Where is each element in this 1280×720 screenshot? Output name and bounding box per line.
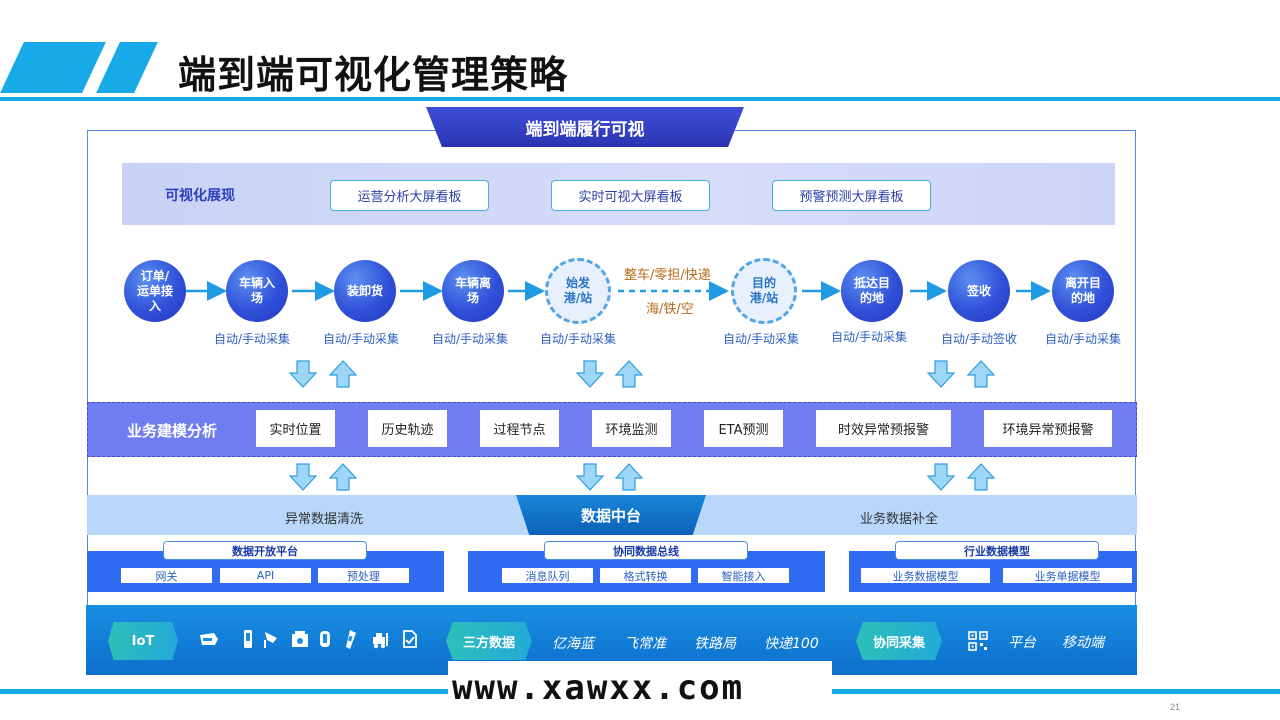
biz-history-track[interactable]: 历史轨迹 — [368, 410, 447, 447]
qr-code-icon — [968, 631, 988, 651]
phone-icon — [244, 630, 252, 648]
source-railway-bureau: 铁路局 — [694, 636, 736, 652]
data-completion-label: 业务数据补全 — [860, 512, 939, 527]
biz-process-node[interactable]: 过程节点 — [480, 410, 559, 447]
down-arrow — [288, 360, 318, 388]
up-arrow — [328, 463, 358, 491]
biz-env-monitor[interactable]: 环境监测 — [592, 410, 671, 447]
platform-item-message-queue[interactable]: 消息队列 — [502, 568, 593, 583]
platform-item-business-doc-model[interactable]: 业务单据模型 — [1003, 568, 1132, 583]
collaborative-collection-tag: 协同采集 — [856, 622, 942, 660]
watermark-text: www.xawxx.com — [452, 668, 745, 708]
source-feichangzhun: 飞常准 — [624, 636, 666, 652]
node-loading[interactable]: 装卸货 — [334, 260, 396, 322]
collect-label: 自动/手动采集 — [323, 332, 400, 346]
platform-title: 协同数据总线 — [544, 541, 748, 560]
node-vehicle-exit[interactable]: 车辆离场 — [442, 260, 504, 322]
container-icon — [292, 631, 308, 647]
collect-label: 自动/手动采集 — [432, 332, 509, 346]
platform-title: 行业数据模型 — [895, 541, 1099, 560]
source-yihailan: 亿海蓝 — [552, 636, 594, 652]
platform-item-gateway[interactable]: 网关 — [121, 568, 212, 583]
source-mobile: 移动端 — [1062, 635, 1104, 651]
platform-item-business-data-model[interactable]: 业务数据模型 — [861, 568, 990, 583]
down-arrow — [926, 463, 956, 491]
node-leave-destination[interactable]: 离开目的地 — [1052, 260, 1114, 322]
section-banner: 端到端履行可视 — [426, 107, 744, 147]
biz-eta-forecast[interactable]: ETA预测 — [704, 410, 783, 447]
node-origin-port[interactable]: 始发港/站 — [545, 258, 611, 324]
platform-title: 数据开放平台 — [163, 541, 367, 560]
transport-mode-sea-rail-air: 海/铁/空 — [646, 302, 694, 317]
page-title: 端到端可视化管理策略 — [178, 53, 569, 97]
biz-env-alert[interactable]: 环境异常预报警 — [984, 410, 1112, 447]
source-kuaidi100: 快递100 — [764, 636, 819, 652]
board-operation-analysis[interactable]: 运营分析大屏看板 — [330, 180, 489, 211]
collect-label: 自动/手动采集 — [1045, 332, 1122, 346]
node-vehicle-entry[interactable]: 车辆入场 — [226, 260, 288, 322]
node-order-intake[interactable]: 订单/运单接入 — [124, 260, 186, 322]
down-arrow — [288, 463, 318, 491]
page-number: 21 — [1170, 702, 1181, 712]
data-platform-title: 数据中台 — [516, 495, 706, 535]
up-arrow — [966, 463, 996, 491]
collect-label: 自动/手动采集 — [214, 332, 291, 346]
platform-item-format-convert[interactable]: 格式转换 — [600, 568, 691, 583]
node-arrive-destination[interactable]: 抵达目的地 — [841, 260, 903, 322]
third-party-data-tag: 三方数据 — [446, 622, 532, 660]
anomaly-cleaning-label: 异常数据清洗 — [285, 512, 364, 527]
header-divider — [0, 97, 1280, 101]
thermometer-icon — [320, 631, 330, 647]
platform-item-api[interactable]: API — [220, 568, 311, 583]
up-arrow — [614, 360, 644, 388]
visualization-label: 可视化展现 — [165, 188, 235, 204]
up-arrow — [328, 360, 358, 388]
biz-realtime-location[interactable]: 实时位置 — [256, 410, 335, 447]
forklift-icon — [373, 633, 388, 649]
business-modeling-label: 业务建模分析 — [127, 422, 218, 440]
board-warning-forecast[interactable]: 预警预测大屏看板 — [772, 180, 931, 211]
source-platform: 平台 — [1008, 635, 1036, 651]
document-icon — [403, 630, 417, 648]
transport-mode-road: 整车/零担/快递 — [624, 268, 711, 283]
camera-icon — [264, 632, 277, 648]
down-arrow — [926, 360, 956, 388]
up-arrow — [614, 463, 644, 491]
biz-time-alert[interactable]: 时效异常预报警 — [816, 410, 951, 447]
iot-tag: IoT — [108, 622, 178, 660]
collect-label: 自动/手动签收 — [941, 332, 1018, 346]
collect-label: 自动/手动采集 — [723, 332, 800, 346]
platform-item-smart-access[interactable]: 智能接入 — [698, 568, 789, 583]
collect-label: 自动/手动采集 — [831, 330, 908, 344]
board-realtime-visual[interactable]: 实时可视大屏看板 — [551, 180, 710, 211]
up-arrow — [966, 360, 996, 388]
down-arrow — [575, 360, 605, 388]
node-destination-port[interactable]: 目的港/站 — [731, 258, 797, 324]
collect-label: 自动/手动采集 — [540, 332, 617, 346]
truck-icon — [200, 633, 218, 645]
platform-item-preprocess[interactable]: 预处理 — [318, 568, 409, 583]
scanner-icon — [346, 630, 356, 649]
node-sign-receipt[interactable]: 签收 — [948, 260, 1010, 322]
down-arrow — [575, 463, 605, 491]
watermark-box — [448, 661, 832, 720]
